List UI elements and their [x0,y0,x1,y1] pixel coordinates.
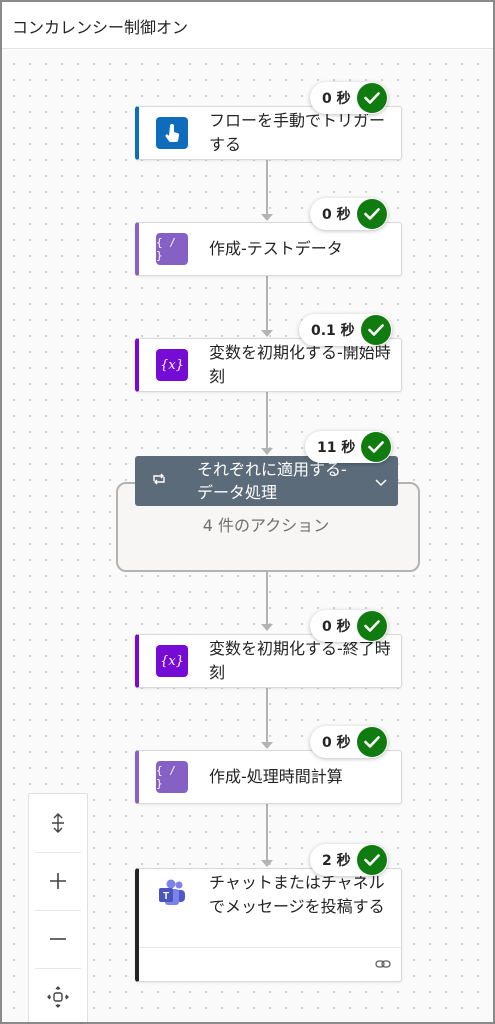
step-label: 変数を初期化する-終了時刻 [209,639,391,682]
duration-label: 0.1 秒 [311,323,355,339]
variable-icon: {x} [156,349,188,381]
svg-text:T: T [163,891,169,902]
page-title: コンカレンシー制御オン [12,18,189,37]
compose-icon: { / } [156,761,188,793]
divider [35,852,81,853]
success-check-icon [356,611,387,641]
success-check-icon [360,315,391,345]
step-label: 作成-処理時間計算 [209,767,343,786]
loop-action-count[interactable]: 4 件のアクション [202,516,330,535]
connector [266,392,268,450]
step-card-manual-trigger[interactable]: フローを手動でトリガーする [135,106,402,160]
duration-label: 0 秒 [322,735,351,751]
success-check-icon [356,83,387,113]
run-status-badge: 0 秒 [310,198,388,230]
run-status-badge: 2 秒 [310,844,388,876]
success-check-icon [356,199,387,229]
duration-label: 0 秒 [322,619,351,635]
canvas-zoom-controls [28,793,88,1022]
fit-view-icon[interactable] [29,968,87,1022]
step-label: チャットまたはチャネルでメッセージを投稿する [209,873,385,916]
connector-arrow [261,860,273,867]
connector [266,688,268,744]
compose-icon: { / } [156,233,188,265]
run-status-badge: 0 秒 [310,726,388,758]
loop-icon [151,472,167,490]
zoom-in-icon[interactable] [29,852,87,910]
run-status-badge: 0 秒 [310,610,388,642]
duration-label: 0 秒 [322,91,351,107]
connector [266,804,268,862]
connector [266,568,268,626]
zoom-out-icon[interactable] [29,910,87,968]
step-card-teams-post-message[interactable]: T チャットまたはチャネルでメッセージを投稿する [135,868,402,982]
duration-label: 2 秒 [322,853,351,869]
step-card-apply-to-each[interactable]: それぞれに適用する-データ処理 [135,456,398,506]
connector [266,276,268,332]
connector-arrow [261,742,273,749]
title-bar: コンカレンシー制御オン [2,2,493,49]
step-card-init-variable-start[interactable]: {x} 変数を初期化する-開始時刻 [135,338,402,392]
duration-label: 11 秒 [317,440,356,456]
success-check-icon [356,727,387,757]
step-label: それぞれに適用する-データ処理 [197,460,347,502]
connector-arrow [261,624,273,631]
success-check-icon [356,845,387,875]
run-status-badge: 0 秒 [310,82,388,114]
link-icon[interactable] [375,955,391,974]
step-label: 変数を初期化する-開始時刻 [209,343,391,386]
connector-arrow [261,448,273,455]
chevron-down-icon[interactable] [374,472,388,491]
hand-touch-icon [156,117,188,149]
step-card-init-variable-end[interactable]: {x} 変数を初期化する-終了時刻 [135,634,402,688]
card-divider [139,947,401,948]
divider [35,910,81,911]
connector-arrow [261,214,273,221]
divider [35,968,81,969]
connector [266,160,268,216]
duration-label: 0 秒 [322,207,351,223]
step-label: 作成-テストデータ [209,239,343,258]
step-card-compose-duration[interactable]: { / } 作成-処理時間計算 [135,750,402,804]
success-check-icon [361,432,392,462]
step-card-compose-test-data[interactable]: { / } 作成-テストデータ [135,222,402,276]
step-label: フローを手動でトリガーする [209,111,386,154]
fit-height-icon[interactable] [29,794,87,852]
variable-icon: {x} [156,645,188,677]
teams-icon: T [156,877,188,909]
run-status-badge: 0.1 秒 [299,314,392,346]
run-status-badge: 11 秒 [305,431,393,463]
connector-arrow [261,330,273,337]
